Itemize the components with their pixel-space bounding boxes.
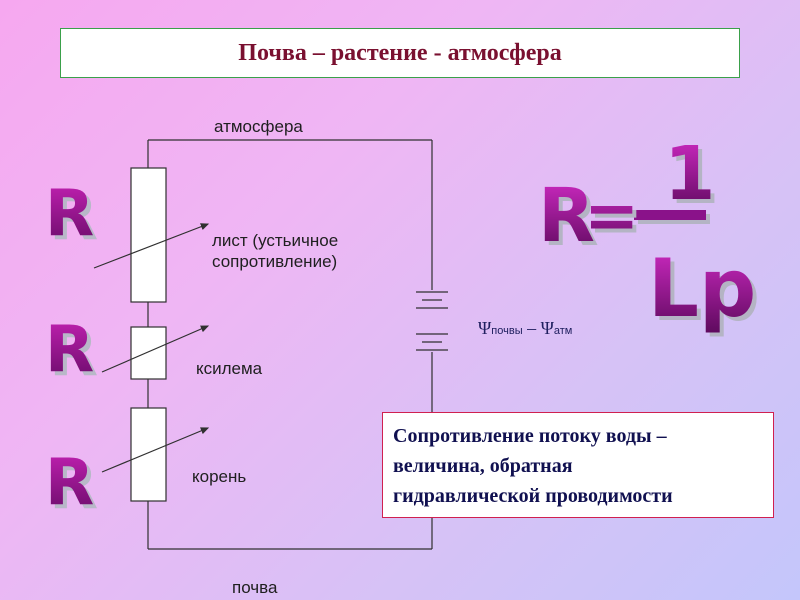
variable-arrow-leaf bbox=[93, 223, 210, 269]
battery-symbol bbox=[416, 291, 448, 351]
potential-difference: Ψпочвы – Ψатм bbox=[478, 318, 572, 339]
variable-arrow-xylem bbox=[101, 325, 210, 373]
fraction-bar-fill bbox=[634, 210, 706, 220]
formula-lhs-shadow: R bbox=[542, 180, 599, 260]
psi-soil-subscript: почвы bbox=[491, 325, 523, 337]
label-leaf-line1: лист (устьичное bbox=[212, 231, 339, 250]
formula-equals: = bbox=[584, 177, 640, 254]
page-title: Почва – растение - атмосфера bbox=[238, 39, 562, 66]
resistor-root bbox=[130, 407, 167, 502]
label-soil: почва bbox=[232, 578, 278, 597]
formula-lhs: R bbox=[538, 173, 595, 259]
resistor-xylem bbox=[130, 326, 167, 380]
psi-symbol-soil: Ψ bbox=[478, 318, 492, 338]
variable-arrow-root bbox=[101, 427, 210, 473]
resistor-symbol-2: R bbox=[45, 313, 95, 387]
psi-minus: – bbox=[527, 318, 537, 338]
formula-numerator-shadow: 1 bbox=[668, 138, 720, 218]
label-atmosphere: атмосфера bbox=[214, 117, 303, 136]
resistor-symbol-2-shadow: R bbox=[49, 322, 98, 386]
formula-denominator-shadow: Lp bbox=[652, 248, 760, 338]
resistor-symbol-1: R bbox=[45, 177, 95, 251]
formula-denominator: Lp bbox=[648, 242, 757, 335]
definition-line-3: гидравлической проводимости bbox=[393, 485, 673, 507]
label-root: корень bbox=[192, 467, 247, 486]
resistor-symbol-1-shadow: R bbox=[49, 186, 98, 250]
definition-box: Сопротивление потоку воды – величина, об… bbox=[382, 412, 774, 518]
psi-symbol-atm: Ψ bbox=[540, 318, 554, 338]
resistor-leaf bbox=[130, 167, 167, 303]
label-leaf-line2: сопротивление) bbox=[212, 252, 338, 271]
definition-line-2: величина, обратная bbox=[393, 455, 573, 477]
resistor-symbol-3: R bbox=[45, 446, 95, 520]
definition-line-1: Сопротивление потоку воды – bbox=[393, 425, 667, 447]
title-box: Почва – растение - атмосфера bbox=[60, 28, 740, 78]
formula-equals-shadow: = bbox=[588, 180, 643, 260]
formula-numerator: 1 bbox=[664, 131, 716, 217]
label-xylem: ксилема bbox=[196, 359, 263, 378]
resistor-symbol-3-shadow: R bbox=[49, 455, 98, 519]
psi-atm-subscript: атм bbox=[553, 325, 573, 337]
